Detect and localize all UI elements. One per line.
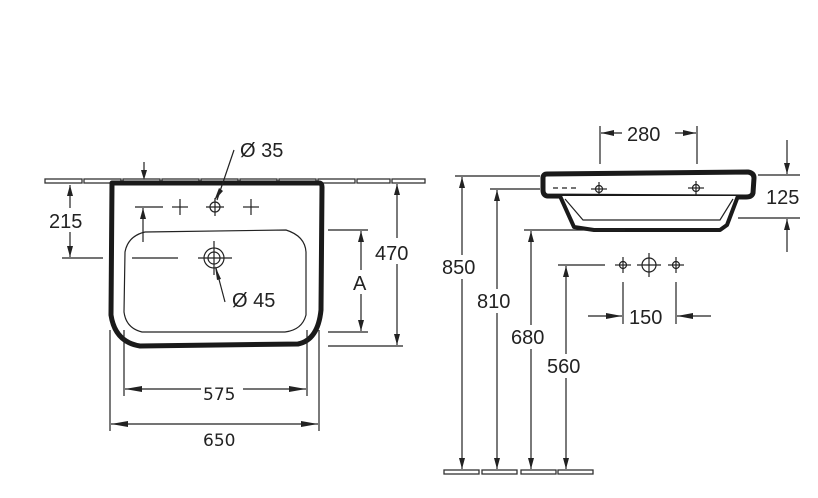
dim-a-label: A	[353, 273, 367, 295]
dim-680-arrow-bottom	[528, 458, 534, 469]
dim-a-arrow-bottom	[358, 320, 364, 331]
dim-575-arrow-left	[125, 386, 142, 392]
dim-680-arrow-top	[528, 231, 534, 242]
dim-280-label: 280	[627, 124, 660, 146]
side-basin-rim	[540, 169, 757, 200]
dim-470-bg	[372, 238, 418, 264]
tap-hole-center	[206, 198, 224, 216]
dim-125-arrow-bottom	[784, 219, 790, 230]
dim-150-arrow-right	[677, 313, 693, 319]
tap-level-arrow	[140, 208, 146, 219]
waste-diameter-label: Ø 45	[232, 290, 275, 312]
dim-810-label: 810	[477, 291, 510, 313]
wall-marker-arrow	[141, 170, 147, 180]
dim-470-arrow-bottom	[394, 334, 400, 345]
dim-215-arrow-top	[67, 185, 73, 196]
side-view: 280 125 850 810	[440, 124, 800, 475]
tap-hole-right	[243, 199, 259, 215]
side-tap-hole-right	[688, 181, 704, 195]
dim-850-bg	[440, 255, 486, 279]
floor-strip	[443, 469, 594, 475]
dim-215-arrow-bottom	[67, 246, 73, 257]
side-tap-hole-left	[591, 182, 607, 196]
dim-560-bg	[545, 354, 591, 378]
dim-125-label: 125	[766, 187, 799, 209]
dim-810-bg	[475, 289, 521, 313]
basin-outline	[108, 180, 325, 349]
bowl-outline	[123, 229, 307, 333]
dim-a-arrow-top	[358, 231, 364, 242]
side-bowl-inner	[564, 198, 734, 221]
tap-hole-diameter-label: Ø 35	[240, 140, 283, 162]
dim-680-label: 680	[511, 327, 544, 349]
dim-850-arrow-top	[459, 177, 465, 188]
dim-810-arrow-bottom	[494, 458, 500, 469]
dim-470-label: 470	[375, 243, 408, 265]
dim-280-arrow-right	[683, 130, 696, 136]
tap-hole-left	[172, 199, 188, 215]
dim-215-label: 215	[49, 211, 82, 233]
dim-575-bg	[201, 382, 243, 404]
dim-680-bg	[509, 325, 555, 349]
dim-810-arrow-top	[494, 190, 500, 201]
dim-560-arrow-bottom	[563, 458, 569, 469]
dim-575-label: 575	[203, 385, 235, 405]
dim-850-label: 850	[442, 257, 475, 279]
dim-150-arrow-left	[606, 313, 622, 319]
dim-575-arrow-right	[289, 386, 306, 392]
dim-650-arrow-right	[301, 421, 318, 427]
dim-650-arrow-left	[111, 421, 128, 427]
side-basin-bowl	[558, 195, 740, 232]
dim-470-arrow-top	[394, 184, 400, 195]
dim-150-label: 150	[629, 307, 662, 329]
dim-560-arrow-top	[563, 266, 569, 277]
dim-650-label: 650	[203, 431, 235, 451]
dim-560-label: 560	[547, 356, 580, 378]
supply-point-left	[615, 257, 631, 273]
supply-point-waste	[637, 253, 661, 277]
dim-280-arrow-left	[601, 130, 614, 136]
supply-point-right	[668, 257, 684, 273]
dim-a-bg	[352, 270, 370, 294]
dim-215-bg	[48, 208, 94, 232]
dim-125-arrow-top	[784, 163, 790, 174]
waste-outlet	[198, 241, 232, 275]
tap-hole-leader-arrow	[214, 188, 223, 201]
front-view: Ø 35 Ø 45 215 470 A	[44, 140, 426, 451]
dim-850-arrow-bottom	[459, 458, 465, 469]
waste-leader-arrow	[215, 266, 221, 280]
